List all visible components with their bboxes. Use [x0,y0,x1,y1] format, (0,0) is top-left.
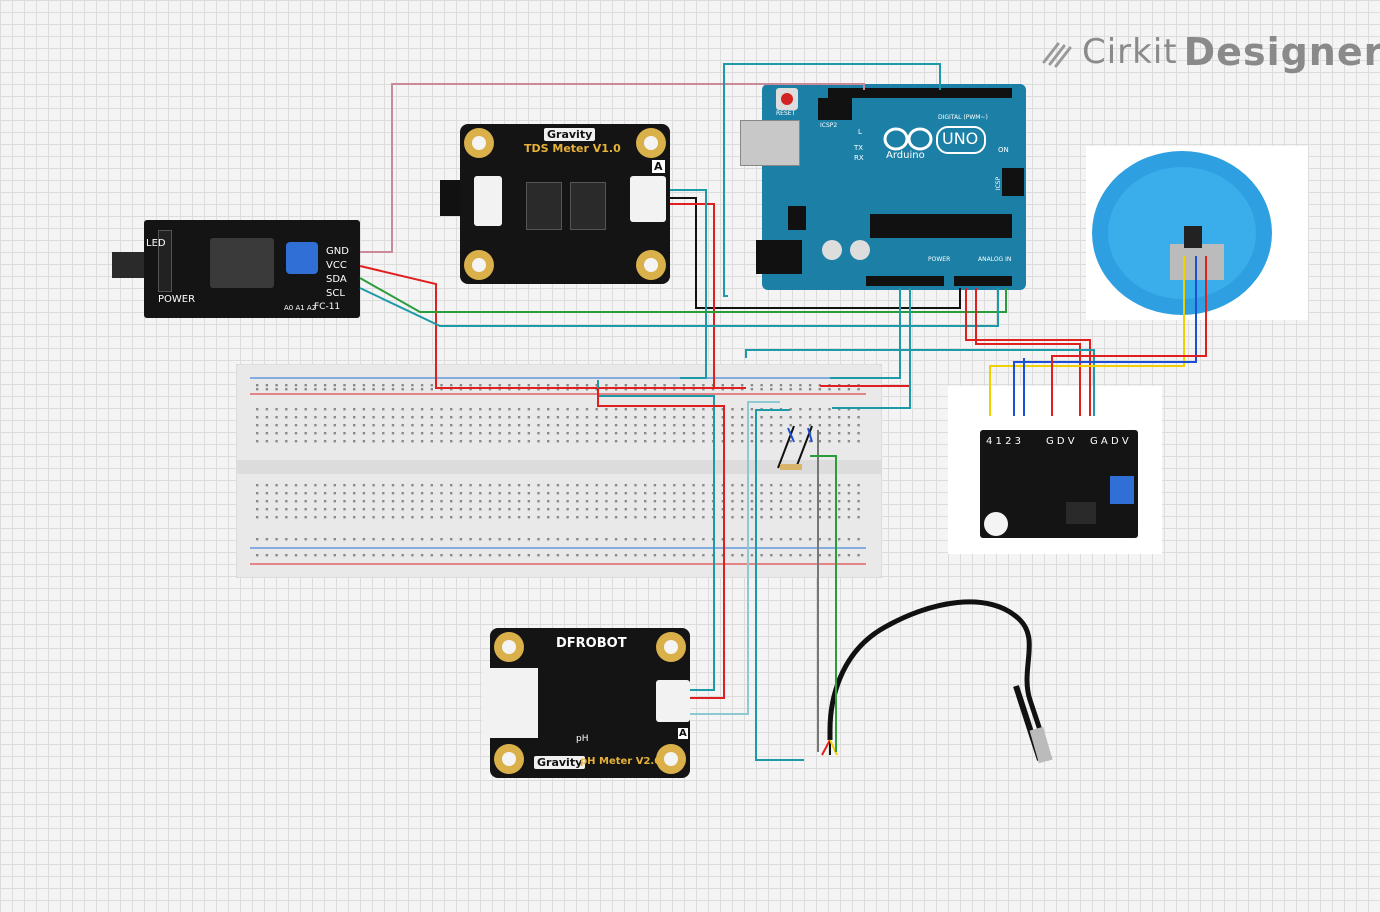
analog-label: ANALOG IN [978,256,1012,263]
led-jumper [158,230,172,292]
uno-label: UNO [942,129,979,148]
ph-brand-label: Gravity [534,756,586,769]
analog-header[interactable] [954,276,1012,286]
arduino-uno-board[interactable]: RESET ICSP2 DIGITAL (PWM~) UNO Arduino T… [740,84,1026,290]
wire-red-turb [975,288,1081,416]
reset-label: RESET [776,110,796,117]
wire-teal-arduino [832,288,911,409]
icsp2-header [818,98,852,120]
breadboard[interactable] [236,364,882,578]
wire-lightblue-ph [690,401,780,715]
wire-teal-ph [597,380,715,691]
ph-symbol-label: pH [576,734,589,744]
turbidity-board: 4 1 2 3 G D V G A D V [980,430,1138,538]
digital-header[interactable] [828,88,1012,98]
arduino-infinity-logo-icon [883,127,933,151]
wire-green-temp [810,455,837,752]
wire-teal-turb [745,349,1095,416]
l-label: L [858,128,862,136]
turbidity-potentiometer-icon[interactable] [1110,476,1134,504]
tds-side-label: A [652,160,665,173]
breadboard-holes [256,384,860,557]
brand-logo: Cirkit Designer [1040,30,1380,74]
lcd-gnd-label: GND [326,246,349,257]
float-switch-icon [1092,151,1272,315]
tds-chip-2 [570,182,606,230]
wire-yellow-float [989,256,1185,416]
wire-black-tds [670,197,961,309]
wire-blue-bb [787,427,795,443]
power-jack[interactable] [756,240,802,274]
lcd-vcc-label: VCC [326,260,347,271]
digital-label: DIGITAL (PWM~) [938,114,988,121]
lcd-model-label: FC-11 [314,302,341,312]
ph-maker-label: DFROBOT [556,636,627,651]
wire-red-power [820,288,911,387]
wire-red-float [1051,256,1207,416]
atmega-chip [870,214,1012,238]
lcd-scl-label: SCL [326,288,345,299]
wire-green-lcd [359,277,1007,313]
power-header[interactable] [866,276,944,286]
wire-red-lcd [359,265,746,389]
wire-red-ph [597,388,725,699]
tds-signal-connector[interactable] [630,176,666,222]
tds-probe-connector[interactable] [474,176,502,226]
tds-chip-1 [526,182,562,230]
wire-pink [360,83,865,253]
on-label: ON [998,146,1009,154]
ph-title-label: pH Meter V2.0 [580,756,662,767]
lcd-addr-label: A0 A1 A2 [284,304,317,312]
contrast-potentiometer-icon[interactable] [286,242,318,274]
lcd-power-label: POWER [158,294,196,305]
power-label: POWER [928,256,951,263]
wire-teal-lcd [359,287,999,327]
tds-probe-cable [440,180,460,216]
wire-teal-power [830,288,901,379]
turbidity-chip [1066,502,1096,524]
ph-bnc-connector[interactable] [482,668,538,738]
capacitor-1 [822,240,842,260]
usb-port[interactable] [740,120,800,166]
icsp2-label: ICSP2 [820,122,838,129]
ds18b20-temperature-probe[interactable] [800,590,1080,770]
wire-teal-tds [670,189,707,379]
wire-blue-bb2 [807,427,813,443]
tds-meter-module[interactable]: Gravity TDS Meter V1.0 A [460,124,670,284]
voltage-regulator [788,206,806,230]
arduino-brand-label: Arduino [886,150,925,161]
reset-button[interactable] [776,88,798,110]
icsp-header [1002,168,1024,196]
ph-meter-module[interactable]: DFROBOT Gravity pH Meter V2.0 pH A [482,628,690,778]
i2c-chip [210,238,274,288]
ph-signal-connector[interactable] [656,680,690,722]
turbidity-pins2-label: G D V [1046,436,1075,447]
wire-teal-temp [755,409,804,761]
turbidity-module-picture[interactable]: 4 1 2 3 G D V G A D V [948,386,1162,554]
lcd-led-label: LED [146,238,166,249]
ph-side-label: A [678,728,688,739]
turbidity-pins3-label: G A D V [1090,436,1129,447]
wire-blue-float [1013,256,1197,416]
lcd-i2c-module[interactable]: LED POWER GND VCC SDA SCL FC-11 A0 A1 A2 [144,220,360,318]
brand-name-part1: Cirkit [1082,32,1178,72]
wire-red-analog [965,288,1091,416]
turbidity-pins-label: 4 1 2 3 [986,436,1021,447]
lcd-jumper-header [112,252,144,278]
rx-label: RX [854,154,864,162]
cirkit-logo-icon [1042,42,1072,68]
capacitor-2 [850,240,870,260]
lcd-sda-label: SDA [326,274,347,285]
tds-title-label: TDS Meter V1.0 [524,142,621,155]
brand-name-part2: Designer [1183,30,1380,74]
tds-brand-label: Gravity [544,128,596,141]
wire-teal-top [723,63,941,297]
tx-label: TX [854,144,864,152]
